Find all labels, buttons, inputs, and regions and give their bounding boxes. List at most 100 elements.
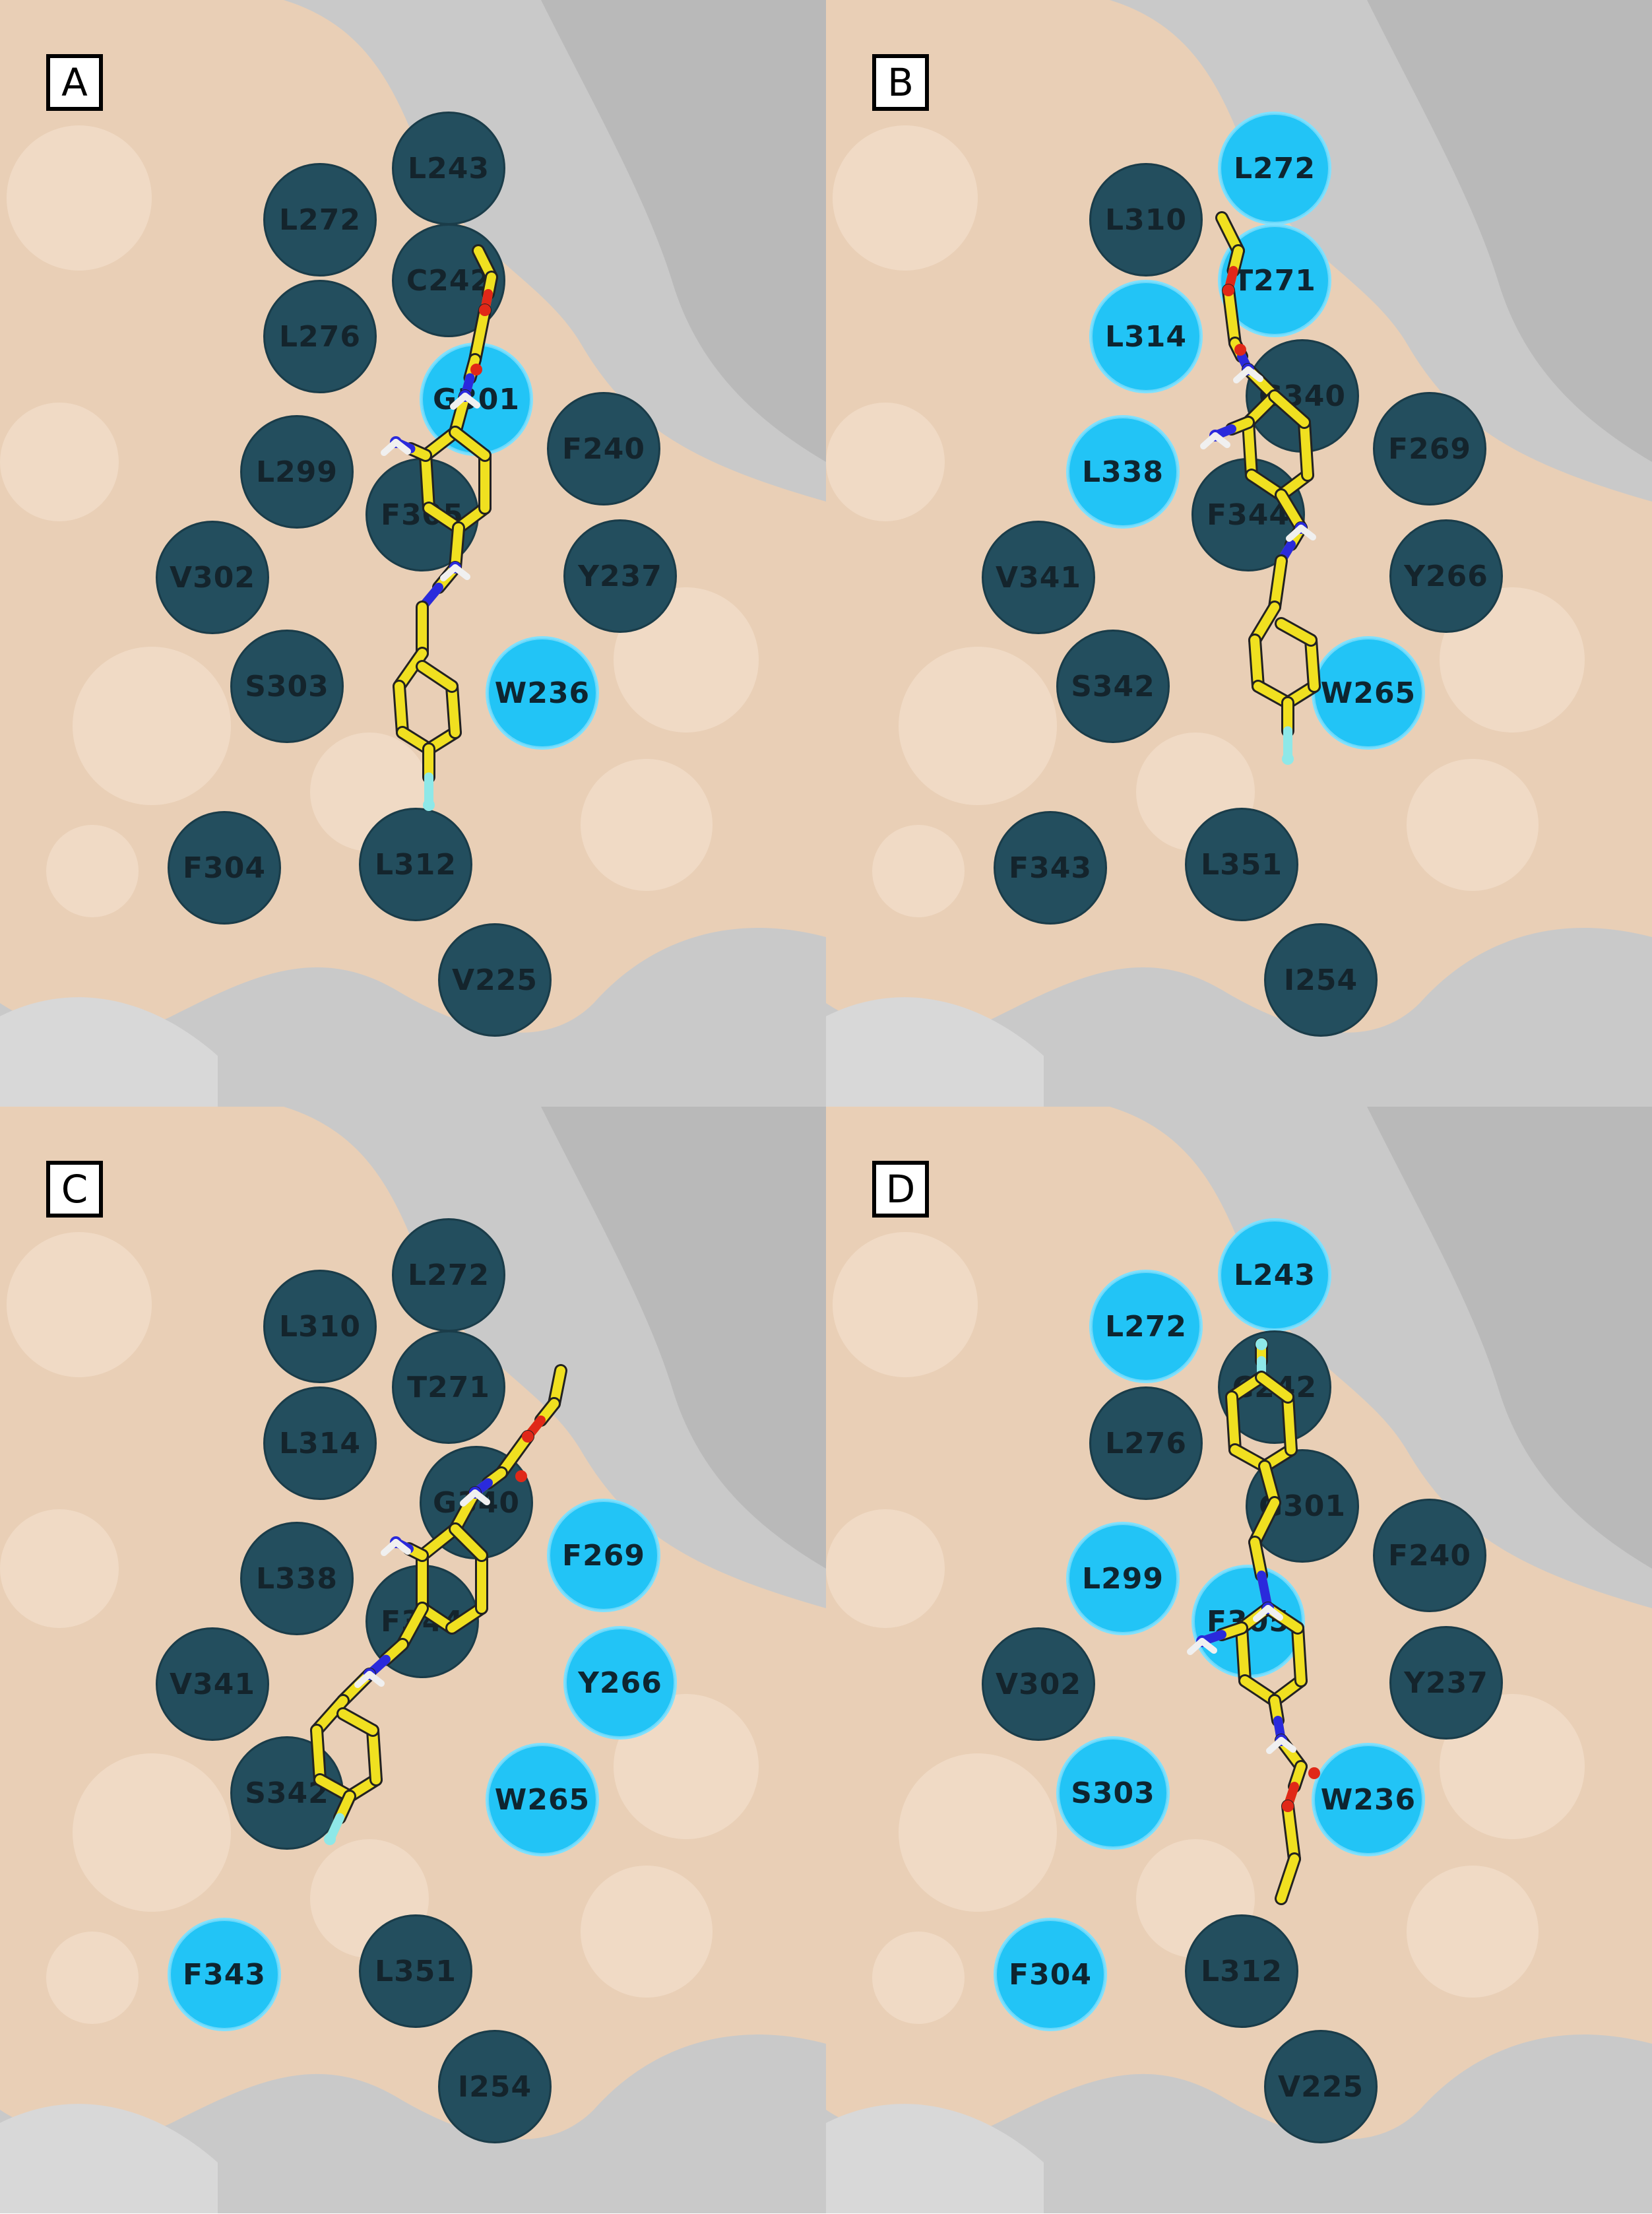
- residue-label: W236: [1320, 1782, 1416, 1817]
- residue-label: W236: [494, 676, 590, 710]
- residue-circle: L299: [1066, 1522, 1180, 1635]
- panel-letter: D: [872, 1161, 929, 1218]
- residue-label: T271: [407, 1370, 490, 1404]
- residue-circle: L310: [263, 1270, 377, 1383]
- surface-lobe-bottom: [0, 2104, 218, 2213]
- residue-circle: F344: [365, 1565, 479, 1678]
- residue-circle: L338: [1066, 415, 1180, 529]
- residue-circle: Y237: [1389, 1626, 1503, 1740]
- residue-label: L243: [1234, 1258, 1316, 1292]
- residue-circle: F269: [1373, 392, 1486, 505]
- residue-label: G301: [1259, 1489, 1346, 1523]
- residue-label: Y266: [1404, 559, 1488, 593]
- residue-circle: G301: [420, 342, 533, 456]
- residue-label: L314: [279, 1426, 361, 1460]
- residue-circle: L243: [392, 112, 505, 225]
- residue-circle: S342: [230, 1736, 344, 1850]
- residue-label: F269: [562, 1538, 645, 1573]
- residue-label: V225: [1278, 2069, 1364, 2104]
- residue-label: L310: [1105, 203, 1187, 237]
- residue-circle: W236: [1312, 1743, 1425, 1856]
- surface-lobe-bottom: [0, 997, 218, 1107]
- surface-highlight: [46, 1932, 139, 2024]
- residue-circle: L299: [240, 415, 354, 529]
- residue-label: G340: [1259, 379, 1346, 413]
- residue-circle: C242: [1218, 1330, 1331, 1444]
- residue-label: L338: [1082, 455, 1164, 489]
- surface-highlight: [0, 1509, 119, 1628]
- residue-circle: T271: [392, 1330, 505, 1444]
- residue-label: L351: [1201, 847, 1283, 882]
- residue-circle: V225: [1264, 2030, 1378, 2143]
- residue-circle: F240: [1373, 1499, 1486, 1612]
- residue-label: Y237: [1404, 1666, 1488, 1700]
- residue-label: C242: [406, 263, 492, 298]
- residue-label: T271: [1233, 263, 1316, 298]
- residue-circle: T271: [1218, 224, 1331, 337]
- residue-circle: V341: [982, 521, 1095, 634]
- residue-circle: F305: [1191, 1565, 1305, 1678]
- panel-letter: A: [46, 54, 103, 111]
- residue-label: L272: [408, 1258, 490, 1292]
- residue-label: F304: [1009, 1957, 1092, 1992]
- residue-circle: F305: [365, 458, 479, 571]
- residue-label: L243: [408, 151, 490, 185]
- surface-highlight: [833, 1232, 978, 1377]
- residue-label: L272: [1234, 151, 1316, 185]
- residue-label: L276: [1105, 1426, 1187, 1460]
- residue-label: Y237: [578, 559, 662, 593]
- residue-circle: G340: [420, 1446, 533, 1559]
- residue-circle: C242: [392, 224, 505, 337]
- residue-label: F343: [1009, 851, 1092, 885]
- panel-letter: C: [46, 1161, 103, 1218]
- residue-label: L310: [279, 1309, 361, 1344]
- surface-highlight: [872, 1932, 965, 2024]
- residue-circle: L312: [1185, 1914, 1298, 2028]
- residue-circle: L272: [1218, 112, 1331, 225]
- residue-circle: L312: [359, 808, 472, 921]
- surface-highlight: [1407, 759, 1539, 891]
- residue-circle: V302: [156, 521, 269, 634]
- residue-label: Y266: [578, 1666, 662, 1700]
- residue-label: S303: [1071, 1776, 1155, 1810]
- surface-highlight: [7, 125, 152, 271]
- surface-highlight: [581, 759, 713, 891]
- residue-circle: F240: [547, 392, 660, 505]
- residue-circle: S303: [1056, 1736, 1170, 1850]
- residue-circle: W236: [486, 636, 599, 750]
- residue-circle: L310: [1089, 163, 1203, 277]
- surface-lobe-bottom: [826, 997, 1044, 1107]
- residue-circle: L272: [263, 163, 377, 277]
- residue-label: L312: [375, 847, 457, 882]
- residue-label: V302: [996, 1667, 1081, 1701]
- residue-label: F269: [1388, 432, 1471, 466]
- residue-circle: G301: [1246, 1449, 1359, 1563]
- residue-label: F344: [1207, 498, 1290, 532]
- surface-highlight: [7, 1232, 152, 1377]
- residue-label: F240: [562, 432, 645, 466]
- residue-label: L276: [279, 319, 361, 354]
- residue-circle: F304: [994, 1918, 1107, 2031]
- surface-highlight: [0, 403, 119, 521]
- residue-label: V341: [996, 560, 1081, 595]
- residue-circle: F269: [547, 1499, 660, 1612]
- surface-highlight: [1407, 1866, 1539, 1998]
- residue-circle: V302: [982, 1627, 1095, 1741]
- residue-label: F240: [1388, 1538, 1471, 1573]
- residue-label: S342: [245, 1776, 329, 1810]
- residue-circle: G340: [1246, 339, 1359, 453]
- residue-label: V225: [452, 963, 538, 997]
- surface-highlight: [833, 125, 978, 271]
- residue-circle: L272: [392, 1218, 505, 1332]
- residue-circle: L351: [359, 1914, 472, 2028]
- residue-circle: Y237: [563, 519, 677, 633]
- surface-highlight: [46, 825, 139, 917]
- residue-label: F344: [381, 1604, 464, 1639]
- residue-label: L351: [375, 1954, 457, 1988]
- residue-label: G340: [433, 1485, 520, 1520]
- surface-highlight: [73, 1753, 231, 1912]
